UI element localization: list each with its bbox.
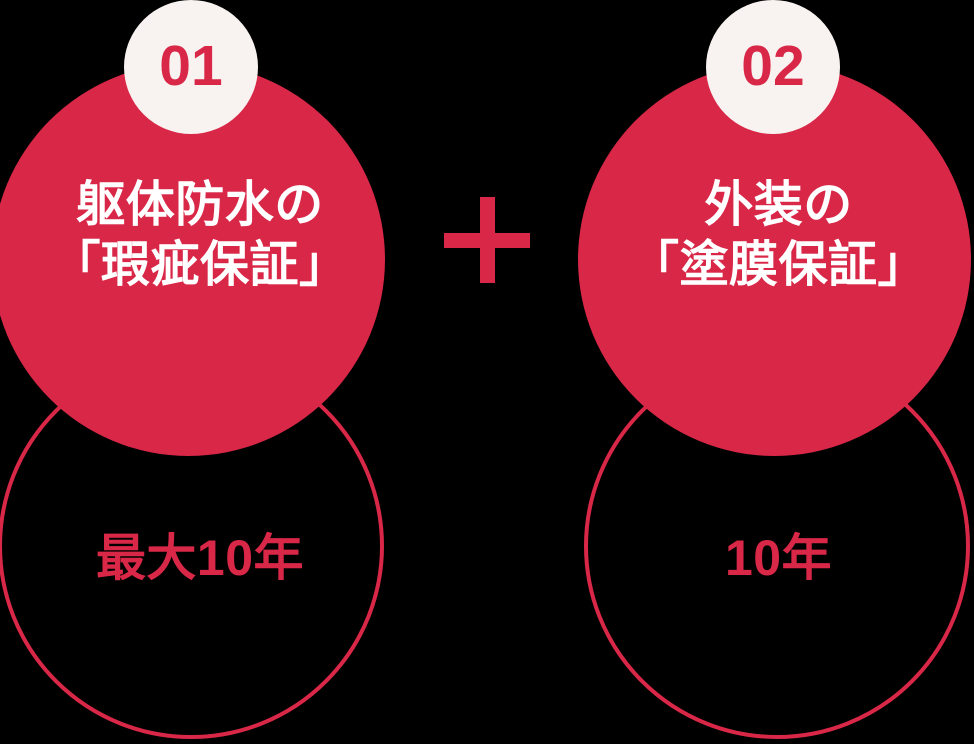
warranty-title-02-line2: 「塗膜保証」	[629, 237, 927, 292]
number-badge-02-text: 02	[741, 33, 805, 98]
warranty-title-01-line2: 「瑕疵保証」	[51, 237, 349, 292]
warranty-group-01: 最大10年 躯体防水の 「瑕疵保証」 01	[0, 0, 400, 744]
duration-label-01: 最大10年	[95, 530, 305, 586]
duration-label-02: 10年	[724, 530, 833, 586]
warranty-title-02: 外装の 「塗膜保証」	[583, 176, 974, 296]
plus-icon	[444, 197, 530, 283]
number-badge-01-text: 01	[159, 33, 223, 98]
number-badge-02: 02	[706, 0, 840, 134]
warranty-group-02: 10年 外装の 「塗膜保証」 02	[578, 0, 974, 744]
warranty-title-01: 躯体防水の 「瑕疵保証」	[0, 176, 400, 296]
warranty-title-02-line1: 外装の	[704, 178, 853, 232]
warranty-title-01-line1: 躯体防水の	[76, 178, 324, 232]
number-badge-01: 01	[124, 0, 258, 134]
plus-icon-vertical-bar	[480, 197, 495, 283]
